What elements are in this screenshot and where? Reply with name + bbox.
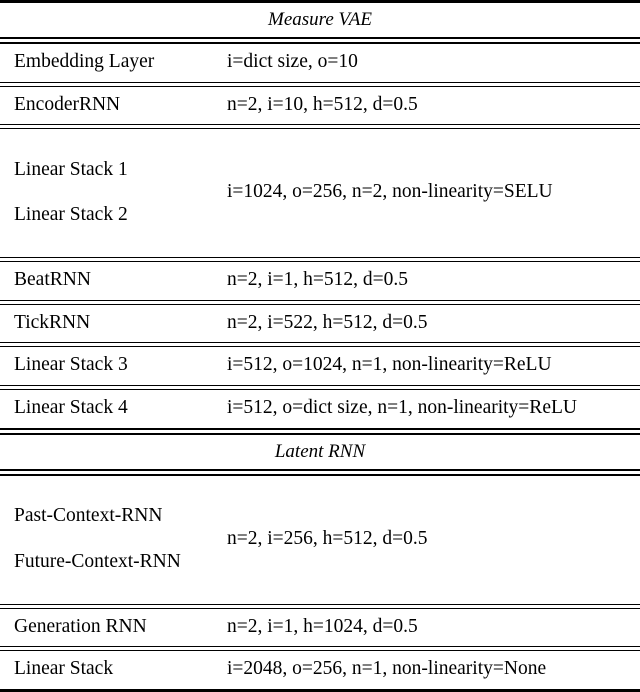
row-label: Generation RNN xyxy=(14,615,147,637)
row-value: n=2, i=256, h=512, d=0.5 xyxy=(227,527,428,549)
row-separator xyxy=(0,385,640,391)
row-separator xyxy=(0,81,640,87)
section-header-latent-rnn: Latent RNN xyxy=(0,434,640,470)
section-title: Latent RNN xyxy=(274,440,366,462)
table-row: TickRNN n=2, i=522, h=512, d=0.5 xyxy=(0,304,640,343)
row-label: Linear Stack 3 xyxy=(14,354,128,376)
table-row: BeatRNN n=2, i=1, h=512, d=0.5 xyxy=(0,262,640,301)
row-label-line-1: Past-Context-RNN xyxy=(14,505,163,527)
table-row: EncoderRNN n=2, i=10, h=512, d=0.5 xyxy=(0,86,640,125)
row-value: n=2, i=10, h=512, d=0.5 xyxy=(227,93,418,115)
row-value: n=2, i=1, h=512, d=0.5 xyxy=(227,269,409,291)
section-header-measure-vae: Measure VAE xyxy=(0,3,640,38)
row-label: BeatRNN xyxy=(14,269,91,291)
row-separator xyxy=(0,257,640,263)
rule-above-section-2 xyxy=(0,427,640,435)
row-label: Linear Stack 1 Linear Stack 2 xyxy=(0,129,227,258)
row-value: n=2, i=522, h=512, d=0.5 xyxy=(227,311,428,333)
table-row: Linear Stack 1 Linear Stack 2 i=1024, o=… xyxy=(0,129,640,258)
rule-under-section-1 xyxy=(0,37,640,44)
row-value: i=dict size, o=10 xyxy=(227,51,358,72)
row-label: Embedding Layer xyxy=(14,51,155,72)
row-separator xyxy=(0,124,640,130)
row-label: Linear Stack 4 xyxy=(14,397,128,419)
row-value: i=512, o=1024, n=1, non-linearity=ReLU xyxy=(227,354,552,376)
row-label: Past-Context-RNN Future-Context-RNN xyxy=(0,475,227,605)
rule-under-section-2 xyxy=(0,468,640,476)
row-label: EncoderRNN xyxy=(14,93,121,115)
row-label-line-2: Future-Context-RNN xyxy=(14,550,181,572)
table-row: Past-Context-RNN Future-Context-RNN n=2,… xyxy=(0,475,640,605)
row-value: i=512, o=dict size, n=1, non-linearity=R… xyxy=(227,397,577,419)
table-row: Embedding Layer i=dict size, o=10 xyxy=(0,43,640,82)
table-row: Linear Stack 4 i=512, o=dict size, n=1, … xyxy=(0,390,640,429)
row-label-line-1: Linear Stack 1 xyxy=(14,158,128,180)
table-row: Linear Stack i=2048, o=256, n=1, non-lin… xyxy=(0,651,640,691)
row-value: n=2, i=1, h=1024, d=0.5 xyxy=(227,615,418,637)
row-separator xyxy=(0,342,640,348)
row-value: i=1024, o=256, n=2, non-linearity=SELU xyxy=(227,181,553,203)
table-top-rule xyxy=(0,0,640,4)
row-label-line-2: Linear Stack 2 xyxy=(14,204,128,226)
row-label: Linear Stack xyxy=(14,658,114,680)
row-label: TickRNN xyxy=(14,311,91,333)
table-row: Generation RNN n=2, i=1, h=1024, d=0.5 xyxy=(0,608,640,647)
row-value: i=2048, o=256, n=1, non-linearity=None xyxy=(227,658,547,680)
table-row: Linear Stack 3 i=512, o=1024, n=1, non-l… xyxy=(0,347,640,386)
section-title: Measure VAE xyxy=(268,9,372,30)
row-separator xyxy=(0,299,640,305)
